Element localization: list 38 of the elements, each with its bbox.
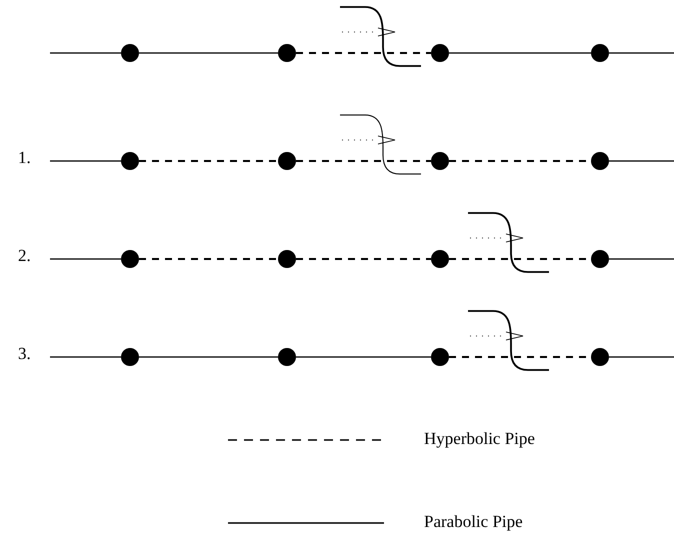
junction-dot: [591, 348, 609, 366]
junction-dot: [121, 152, 139, 170]
legend-label: Parabolic Pipe: [424, 512, 523, 532]
pipe-line: [296, 356, 431, 358]
junction-dot: [591, 152, 609, 170]
row-number: 1.: [18, 148, 31, 168]
pipe-line: [609, 258, 674, 260]
junction-dot: [278, 250, 296, 268]
junction-dot: [591, 250, 609, 268]
junction-dot: [278, 44, 296, 62]
dashed-pipe-line: [296, 258, 431, 260]
dashed-pipe-line: [296, 52, 431, 54]
dashed-pipe-line: [139, 160, 278, 162]
row-number: 2.: [18, 246, 31, 266]
junction-dot: [278, 152, 296, 170]
pipe-line: [50, 356, 121, 358]
pipe-line: [50, 258, 121, 260]
dashed-pipe-line: [139, 258, 278, 260]
junction-dot: [121, 44, 139, 62]
junction-dot: [431, 348, 449, 366]
pipe-line: [139, 356, 278, 358]
pipe-line: [609, 356, 674, 358]
pipe-line: [50, 160, 121, 162]
pipe-line: [139, 52, 278, 54]
junction-dot: [278, 348, 296, 366]
junction-dot: [591, 44, 609, 62]
row-number: 3.: [18, 344, 31, 364]
legend-label: Hyperbolic Pipe: [424, 429, 535, 449]
dashed-pipe-line: [296, 160, 431, 162]
pipe-line: [449, 52, 591, 54]
pipe-line: [609, 52, 674, 54]
junction-dot: [431, 250, 449, 268]
junction-dot: [121, 348, 139, 366]
junction-dot: [431, 152, 449, 170]
junction-dot: [121, 250, 139, 268]
junction-dot: [431, 44, 449, 62]
pipe-line: [609, 160, 674, 162]
pipe-line: [50, 52, 121, 54]
